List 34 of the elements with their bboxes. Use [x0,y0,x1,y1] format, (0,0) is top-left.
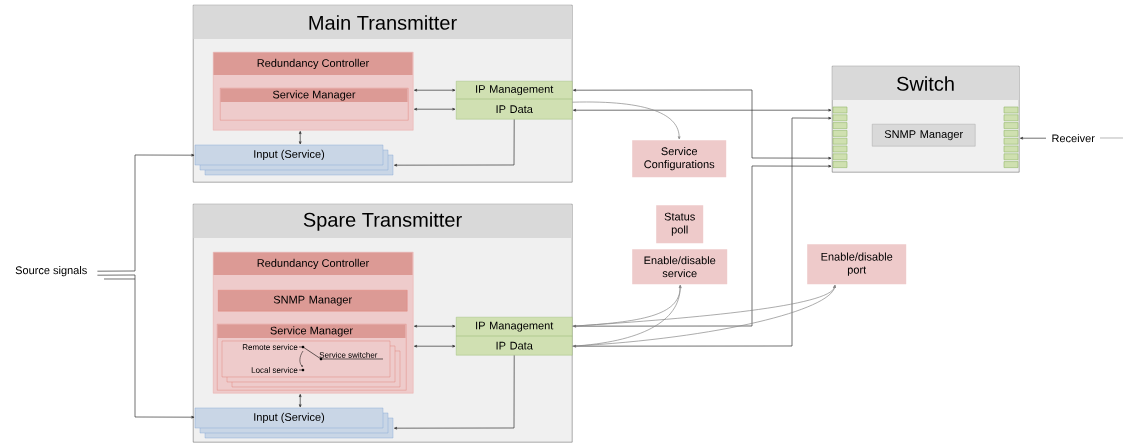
note-box: Service Configurations [632,140,727,178]
arrow [573,164,832,328]
input-stack: Input (Service) [194,407,394,439]
arrow [298,394,302,408]
arrow [414,88,456,92]
note-box: Enable/disable port [807,244,907,285]
arrow [573,116,832,348]
manager-box: SNMP Manager [872,124,976,147]
arrow [572,285,836,347]
port-box: IP Management [456,81,573,100]
arrow [573,108,832,112]
arrow [298,131,302,145]
signal-label: Source signals [15,266,87,277]
arrow [97,153,195,272]
arrow [414,324,456,328]
manager-panel: Service Manager [220,88,409,121]
switcher-stack: Remote service Local service Service switcher [221,340,401,388]
arrow [97,274,195,419]
note-box: Status poll [656,205,704,244]
port-box: IP Data [456,99,573,120]
arrow [394,355,515,430]
input-stack: Input (Service) [194,144,394,176]
port-box: IP Data [456,336,573,356]
node-label: Remote service [242,344,298,350]
port-box: IP Management [456,317,573,337]
note-box: Enable/disable service [632,249,728,285]
arrow [1020,136,1047,140]
manager-box: SNMP Manager [218,290,408,312]
arrow [573,88,832,160]
arrow [394,119,515,167]
arrow [572,101,681,140]
arrow [414,107,456,111]
signal-label: Receiver [1052,134,1095,143]
arrow [414,344,456,348]
